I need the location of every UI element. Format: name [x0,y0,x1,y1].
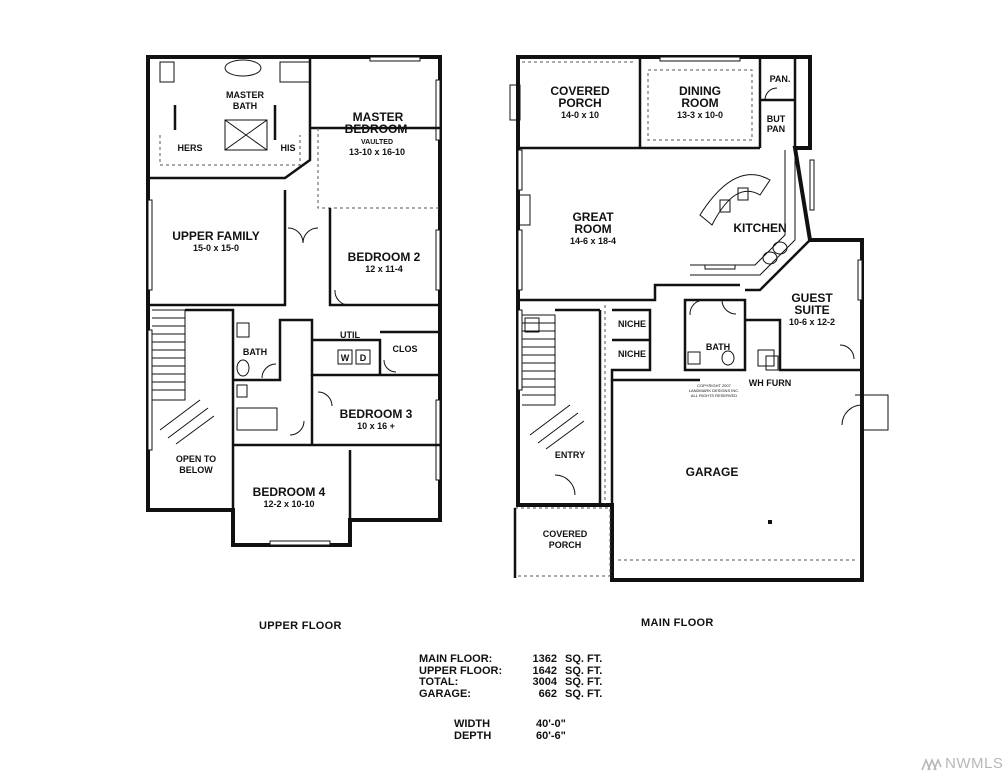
guest-suite-label-1: GUEST [791,291,833,305]
stat-label: UPPER FLOOR: [419,664,503,677]
main-floor-labels: COVERED PORCH 14-0 x 10 DINING ROOM 13-3… [543,74,835,550]
niche-2-label: NICHE [618,349,646,359]
bedroom3-size: 10 x 16 + [357,421,395,431]
copyright-line-1: COPYRIGHT 2007 [697,383,731,388]
copyright-line-3: ALL RIGHTS RESERVED [691,393,737,398]
dining-room-size: 13-3 x 10-0 [677,110,723,120]
nwmls-watermark: NWMLS [920,755,1003,772]
copyright-line-2: LANDMARK DESIGNS INC. [689,388,739,393]
stat-row-total: TOTAL: 3004 SQ. FT. [419,676,603,689]
guest-suite-label-2: SUITE [794,303,829,317]
dimensions-summary: WIDTH 40'-0" DEPTH 60'-6" [454,718,566,742]
open-to-below-2: BELOW [179,465,213,475]
but-pan-label-1: BUT [767,114,786,124]
hers-label: HERS [177,143,202,153]
covered-porch-bottom-label-1: COVERED [543,529,588,539]
main-floor-title: MAIN FLOOR [641,617,714,629]
stat-unit: SQ. FT. [565,664,603,677]
stat-label: MAIN FLOOR: [419,653,493,665]
main-floor-plan [509,55,889,582]
width-value: 40'-0" [536,718,566,730]
upper-floor-labels: MASTER BATH HERS HIS MASTER BEDROOM VAUL… [172,90,420,509]
guest-suite-size: 10-6 x 12-2 [789,317,835,327]
kitchen-label: KITCHEN [733,221,786,235]
upper-floor-plan [146,55,442,547]
bedroom2-size: 12 x 11-4 [365,264,403,274]
stat-value: 1642 [532,664,557,677]
garage-label: GARAGE [686,465,739,479]
bedroom4-label: BEDROOM 4 [253,485,326,499]
covered-porch-top-label-2: PORCH [558,96,601,110]
dining-room-label-1: DINING [679,84,721,98]
depth-label: DEPTH [454,730,492,742]
niche-1-label: NICHE [618,319,646,329]
master-bedroom-label-2: BEDROOM [345,122,408,136]
stat-value: 662 [538,687,557,700]
bedroom3-label: BEDROOM 3 [340,407,413,421]
depth-row: DEPTH 60'-6" [454,730,566,742]
watermark-text: NWMLS [945,755,1004,772]
master-bedroom-label-1: MASTER [353,110,404,124]
great-room-label-2: ROOM [574,222,611,236]
his-label: HIS [280,143,295,153]
stat-value: 1362 [532,653,557,665]
stat-label: GARAGE: [419,687,471,700]
upper-family-label: UPPER FAMILY [172,229,260,243]
covered-porch-bottom-label-2: PORCH [549,540,582,550]
width-row: WIDTH 40'-0" [454,718,566,730]
stat-value: 3004 [532,676,557,688]
washer-label: W [341,353,350,363]
master-bedroom-size: 13-10 x 16-10 [349,147,405,157]
depth-value: 60'-6" [536,730,566,742]
covered-porch-top-label-1: COVERED [550,84,610,98]
dining-room-label-2: ROOM [681,96,718,110]
bedroom2-label: BEDROOM 2 [348,250,421,264]
entry-label: ENTRY [555,450,585,460]
stat-unit: SQ. FT. [565,687,603,700]
bedroom4-size: 12-2 x 10-10 [263,499,314,509]
dryer-label: D [360,353,367,363]
open-to-below-1: OPEN TO [176,454,216,464]
stat-unit: SQ. FT. [565,653,603,665]
util-label: UTIL [340,330,360,340]
master-bedroom-vaulted: VAULTED [361,139,393,146]
pan-label: PAN. [770,74,791,84]
great-room-label-1: GREAT [572,210,614,224]
stat-row-upper-floor: UPPER FLOOR: 1642 SQ. FT. [419,664,603,678]
stat-row-main-floor: MAIN FLOOR: 1362 SQ. FT. [419,653,603,666]
upper-family-size: 15-0 x 15-0 [193,243,239,253]
width-label: WIDTH [454,718,491,730]
covered-porch-top-size: 14-0 x 10 [561,110,599,120]
stat-label: TOTAL: [419,676,459,688]
stat-unit: SQ. FT. [565,676,603,688]
upper-floor-title: UPPER FLOOR [259,620,342,632]
nwmls-logo-icon [921,757,942,770]
but-pan-label-2: PAN [767,124,785,134]
stat-row-garage: GARAGE: 662 SQ. FT. [419,687,603,701]
main-bath-label: BATH [706,342,730,352]
area-summary: MAIN FLOOR: 1362 SQ. FT. UPPER FLOOR: 16… [419,653,603,701]
wh-furn-label: WH FURN [749,378,792,388]
master-bath-label-2: BATH [233,101,257,111]
clos-label: CLOS [392,344,417,354]
great-room-size: 14-6 x 18-4 [570,236,616,246]
master-bath-label-1: MASTER [226,90,265,100]
upper-bath-label: BATH [243,347,267,357]
